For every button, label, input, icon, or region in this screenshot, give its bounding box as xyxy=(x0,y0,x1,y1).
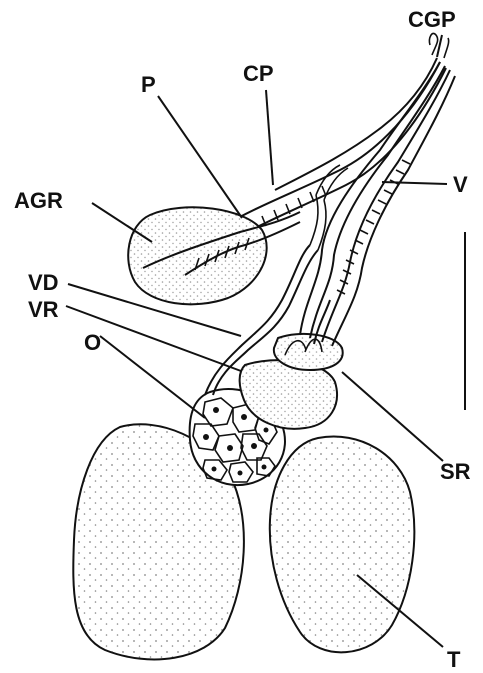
albumen-gland xyxy=(128,207,300,304)
testis-right xyxy=(270,437,415,653)
label-v: V xyxy=(453,172,468,197)
label-cp: CP xyxy=(243,61,274,86)
label-cgp: CGP xyxy=(408,7,456,32)
label-vr: VR xyxy=(28,297,59,322)
label-t: T xyxy=(447,647,461,672)
label-p: P xyxy=(141,72,156,97)
label-agr: AGR xyxy=(14,188,63,213)
ducts xyxy=(300,62,455,346)
seminal-receptacle xyxy=(274,334,343,370)
label-sr: SR xyxy=(440,459,471,484)
label-vd: VD xyxy=(28,270,59,295)
label-o: O xyxy=(84,330,101,355)
